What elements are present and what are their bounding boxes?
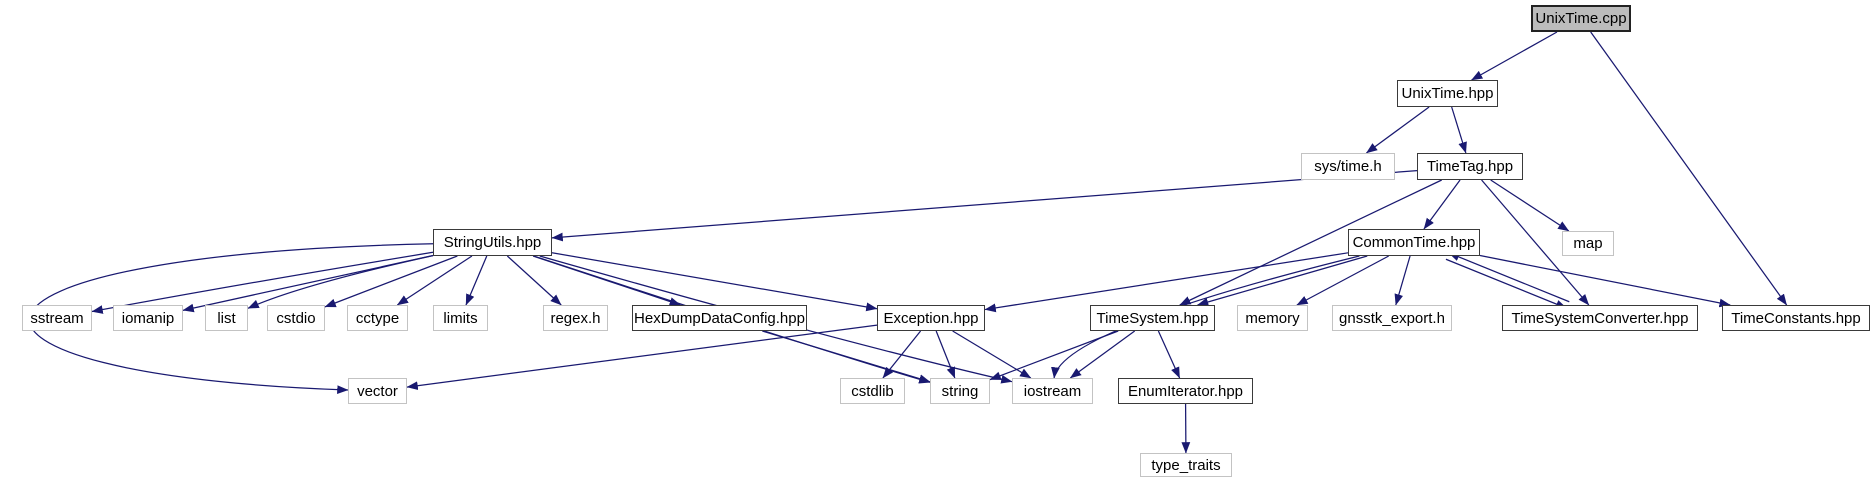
edge-exception-to-vector [406, 324, 878, 391]
graph-node-label: CommonTime.hpp [1352, 234, 1476, 251]
graph-node-list: list [205, 305, 248, 331]
edge-stringutils-to-cstdio [324, 255, 458, 308]
edge-timetag-to-tsconverter [1481, 179, 1590, 306]
graph-node-cstdio: cstdio [267, 305, 325, 331]
graph-node-timeconstants[interactable]: TimeConstants.hpp [1722, 305, 1870, 331]
graph-node-label: map [1573, 235, 1603, 252]
graph-node-limits: limits [433, 305, 488, 331]
graph-node-unixtime-cpp: UnixTime.cpp [1531, 5, 1631, 32]
graph-node-unixtime-hpp[interactable]: UnixTime.hpp [1397, 80, 1498, 107]
graph-node-string: string [930, 378, 990, 404]
edge-timetag-to-stringutils [551, 169, 1418, 242]
graph-node-enumiterator[interactable]: EnumIterator.hpp [1118, 378, 1253, 404]
graph-node-cstdlib: cstdlib [840, 378, 905, 404]
graph-node-exception[interactable]: Exception.hpp [877, 305, 985, 331]
edge-stringutils-to-regex-h [506, 255, 562, 306]
graph-node-label: gnsstk_export.h [1339, 309, 1445, 327]
edge-timesystem-to-string [989, 330, 1119, 381]
graph-node-commontime[interactable]: CommonTime.hpp [1348, 229, 1480, 256]
graph-node-label: vector [357, 382, 398, 400]
graph-node-label: UnixTime.cpp [1535, 10, 1627, 27]
graph-node-label: TimeTag.hpp [1426, 158, 1514, 175]
edge-commontime-to-timeconstants [1479, 254, 1731, 308]
graph-node-label: memory [1245, 309, 1300, 327]
edge-unixtime-hpp-to-sys-time-h [1366, 106, 1430, 154]
graph-node-sstream: sstream [22, 305, 92, 331]
graph-node-label: cstdio [276, 309, 316, 327]
graph-node-type-traits: type_traits [1140, 453, 1232, 477]
edge-exception-to-cstdlib [882, 330, 922, 379]
edge-stringutils-to-limits [465, 255, 488, 306]
edge-timetag-to-commontime [1423, 179, 1461, 230]
edge-stringutils-to-cctype [396, 255, 473, 306]
graph-node-cctype: cctype [347, 305, 408, 331]
graph-node-label: TimeConstants.hpp [1731, 309, 1861, 327]
graph-node-memory: memory [1237, 305, 1308, 331]
edge-exception-to-string [935, 330, 956, 379]
graph-node-label: type_traits [1151, 456, 1221, 474]
graph-node-gnsstk-export: gnsstk_export.h [1332, 305, 1452, 331]
graph-node-iostream: iostream [1012, 378, 1093, 404]
edge-commontime-to-exception [984, 252, 1349, 313]
graph-node-stringutils[interactable]: StringUtils.hpp [433, 229, 552, 256]
graph-node-regex-h: regex.h [543, 305, 608, 331]
edge-commontime-to-tsconverter [1445, 258, 1568, 309]
edge-timesystem-to-enumiterator [1157, 330, 1181, 379]
graph-node-label: TimeSystem.hpp [1096, 309, 1209, 327]
graph-node-sys-time-h: sys/time.h [1301, 153, 1395, 180]
graph-node-vector: vector [348, 378, 407, 404]
graph-node-iomanip: iomanip [113, 305, 183, 331]
graph-node-label: list [217, 309, 236, 327]
graph-node-timetag[interactable]: TimeTag.hpp [1417, 153, 1523, 180]
graph-node-label: cstdlib [851, 382, 894, 400]
edge-timetag-to-map [1490, 179, 1570, 232]
edge-commontime-to-timesystem [1197, 255, 1368, 307]
graph-node-label: iostream [1023, 382, 1082, 400]
graph-node-label: Exception.hpp [883, 309, 979, 327]
graph-node-label: HexDumpDataConfig.hpp [634, 309, 805, 327]
edge-stringutils-to-sstream [91, 251, 434, 314]
edge-hexdump-to-string [762, 330, 931, 383]
edge-timetag-to-timesystem [1179, 179, 1442, 306]
graph-node-label: limits [443, 309, 478, 327]
graph-node-timesystem[interactable]: TimeSystem.hpp [1090, 305, 1215, 331]
edge-unixtime-hpp-to-timetag [1451, 106, 1467, 154]
edge-commontime-to-memory [1296, 255, 1389, 306]
graph-node-label: cctype [355, 309, 400, 327]
graph-node-label: regex.h [550, 309, 601, 327]
graph-node-label: sys/time.h [1314, 158, 1382, 175]
edge-unixtime-cpp-to-unixtime-hpp [1471, 31, 1558, 81]
graph-node-tsconverter[interactable]: TimeSystemConverter.hpp [1502, 305, 1698, 331]
edge-unixtime-cpp-to-timeconstants [1590, 31, 1788, 306]
graph-node-label: sstream [30, 309, 84, 327]
graph-node-label: UnixTime.hpp [1401, 85, 1494, 102]
graph-node-label: EnumIterator.hpp [1127, 382, 1244, 400]
edge-stringutils-to-list [247, 255, 434, 309]
graph-node-label: TimeSystemConverter.hpp [1511, 309, 1689, 327]
edge-timesystem-to-iostream [1069, 330, 1136, 379]
graph-node-label: iomanip [121, 309, 175, 327]
edge-commontime-to-gnsstk-export [1394, 255, 1411, 306]
edge-tsconverter-to-commontime [1448, 252, 1570, 303]
graph-node-label: string [941, 382, 979, 400]
graph-node-hexdump[interactable]: HexDumpDataConfig.hpp [632, 305, 807, 331]
edge-exception-to-iostream [952, 330, 1032, 379]
edge-stringutils-to-exception [551, 252, 878, 312]
graph-node-label: StringUtils.hpp [443, 234, 542, 251]
graph-node-map: map [1562, 231, 1614, 256]
edge-stringutils-to-iostream [539, 255, 1013, 384]
